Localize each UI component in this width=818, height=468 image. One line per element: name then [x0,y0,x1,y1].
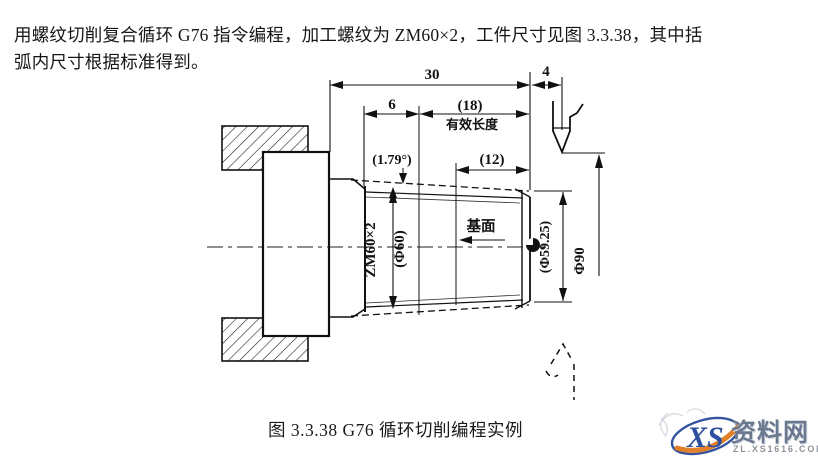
workpiece-flange [261,150,331,338]
dim-6-label: 6 [388,97,396,113]
flange-diameter-label: Φ90 [572,247,588,274]
effective-length-label: 有效长度 [446,117,499,132]
body-paragraph: 用螺纹切削复合循环 G76 指令编程，加工螺纹为 ZM60×2，工件尺寸见图 3… [14,22,808,76]
dimension-30 [329,72,531,190]
dimension-phi60 [389,190,397,309]
watermark: XS 资料网 ZL.XS1616.COM [651,403,818,463]
threading-tool [552,101,584,155]
dimension-4 [532,77,563,130]
threaded-taper-body [329,178,531,318]
watermark-logo: XS [658,408,741,456]
logo-initials: XS [686,421,724,454]
dimension-phi59-25 [534,190,572,303]
dim-12-label: (12) [480,152,505,168]
watermark-domain: ZL.XS1616.COM [733,444,818,454]
logo-swoosh [674,424,741,453]
pitch-diameter-label: (Φ60) [392,230,408,267]
base-plane-label: 基面 [466,217,496,235]
phantom-tool [545,342,575,400]
dim-30-label: 30 [425,67,440,83]
base-plane-marker [526,238,540,252]
paragraph-line-1: 用螺纹切削复合循环 G76 指令编程，加工螺纹为 ZM60×2，工件尺寸见图 3… [14,24,703,45]
dimension-12 [455,163,529,305]
dim-4-label: 4 [542,64,550,80]
paragraph-line-2: 弧内尺寸根据标准得到。 [14,51,209,72]
base-plane-callout [459,236,505,244]
figure-caption: 图 3.3.38 G76 循环切削编程实例 [268,420,524,440]
taper-angle-label: (1.79°) [372,153,412,168]
dim-18-label: (18) [458,98,483,114]
sketch-scribble [658,408,706,438]
dimension-6 [363,106,419,186]
thread-spec-label: ZM60×2 [363,222,379,277]
dimension-phi90 [562,152,605,276]
dimension-18 [418,106,529,315]
end-diameter-label: (Φ59.25) [538,220,553,273]
watermark-site-name: 资料网 [731,419,810,447]
